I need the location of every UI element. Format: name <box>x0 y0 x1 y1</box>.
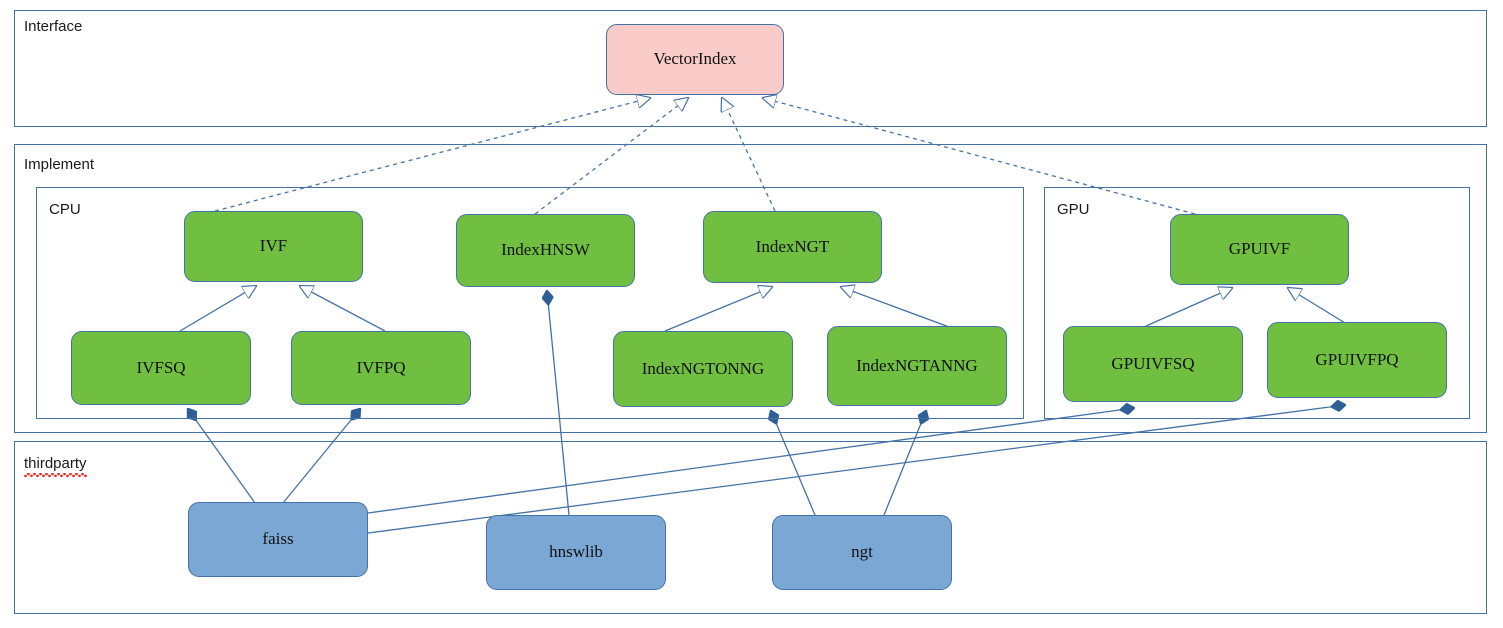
node-gpuivfsq-label: GPUIVFSQ <box>1111 353 1195 373</box>
container-gpu <box>1044 187 1470 419</box>
node-ivfsq[interactable]: IVFSQ <box>71 331 251 405</box>
container-interface <box>14 10 1487 127</box>
container-implement-label: Implement <box>24 156 95 173</box>
node-vectorindex[interactable]: VectorIndex <box>606 24 784 95</box>
container-interface-label: Interface <box>24 18 83 35</box>
node-ngt-label: ngt <box>851 542 873 562</box>
node-indexhnsw-label: IndexHNSW <box>501 240 590 260</box>
node-ivfpq[interactable]: IVFPQ <box>291 331 471 405</box>
node-ngt[interactable]: ngt <box>772 515 952 590</box>
node-ivf-label: IVF <box>259 236 288 256</box>
node-indexngt[interactable]: IndexNGT <box>703 211 882 283</box>
node-gpuivfsq[interactable]: GPUIVFSQ <box>1063 326 1243 402</box>
node-ivfpq-label: IVFPQ <box>356 357 406 377</box>
node-indexngtanng[interactable]: IndexNGTANNG <box>827 326 1007 406</box>
node-gpuivf[interactable]: GPUIVF <box>1170 214 1349 285</box>
container-cpu <box>36 187 1024 419</box>
node-indexngtonng-label: IndexNGTONNG <box>641 358 765 378</box>
node-indexngt-label: IndexNGT <box>755 236 830 256</box>
node-indexngtonng[interactable]: IndexNGTONNG <box>613 331 793 407</box>
container-cpu-label: CPU <box>49 201 81 218</box>
node-ivfsq-label: IVFSQ <box>136 357 186 377</box>
spellcheck-squiggle-icon <box>24 473 87 477</box>
node-gpuivfpq-label: GPUIVFPQ <box>1315 349 1399 369</box>
node-faiss-label: faiss <box>262 529 294 549</box>
node-faiss[interactable]: faiss <box>188 502 368 577</box>
node-indexngtanng-label: IndexNGTANNG <box>856 355 978 375</box>
container-gpu-label: GPU <box>1057 201 1090 218</box>
node-hnswlib-label: hnswlib <box>549 542 603 562</box>
node-vectorindex-label: VectorIndex <box>653 49 737 69</box>
thirdparty-text: thirdparty <box>24 455 87 472</box>
node-gpuivfpq[interactable]: GPUIVFPQ <box>1267 322 1447 398</box>
node-gpuivf-label: GPUIVF <box>1228 239 1291 259</box>
container-thirdparty-label: thirdparty <box>24 455 87 477</box>
container-implement <box>14 144 1487 433</box>
container-thirdparty <box>14 441 1487 614</box>
node-ivf[interactable]: IVF <box>184 211 363 282</box>
node-hnswlib[interactable]: hnswlib <box>486 515 666 590</box>
node-indexhnsw[interactable]: IndexHNSW <box>456 214 635 287</box>
thirdparty-spellcheck-wrap: thirdparty <box>24 455 87 477</box>
